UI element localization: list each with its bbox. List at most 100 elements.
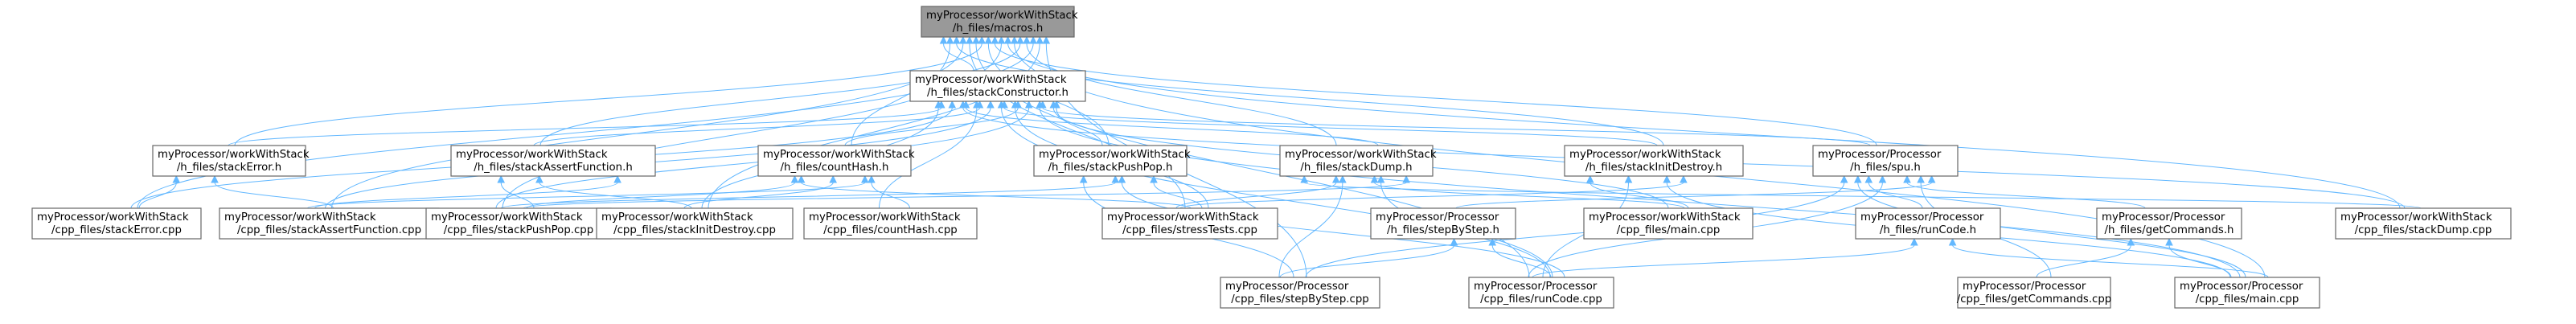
edge-runCode_h-to-spu_h	[1864, 174, 1923, 209]
node-label-line2: /h_files/stepByStep.h	[1387, 224, 1499, 236]
node-stressTests_cpp[interactable]: myProcessor/workWithStack/cpp_files/stre…	[1101, 207, 1278, 240]
node-box	[1370, 207, 1516, 240]
edge-arrowhead	[1864, 174, 1873, 183]
node-stackInitDestroy_h[interactable]: myProcessor/workWithStack/h_files/stackI…	[1564, 145, 1744, 177]
node-label-line2: /h_files/runCode.h	[1880, 224, 1976, 236]
edge-stepByStep_cpp-to-spu_h	[1305, 174, 1848, 278]
edge-wws_main_cpp-to-stackDump_h	[1370, 174, 1685, 209]
node-label-line1: myProcessor/Processor	[1225, 281, 1349, 293]
node-label-line2: /cpp_files/stressTests.cpp	[1122, 224, 1257, 236]
node-box	[1957, 277, 2111, 309]
node-getCommands_cpp[interactable]: myProcessor/Processor/cpp_files/getComma…	[1957, 277, 2112, 309]
edge-arrowhead	[1376, 174, 1385, 183]
edge-line	[994, 43, 1877, 146]
node-label-line1: myProcessor/workWithStack	[601, 211, 753, 224]
node-label-line2: /cpp_files/stackPushPop.cpp	[444, 224, 593, 236]
edge-stackDump_cpp-to-macros	[1003, 35, 2401, 209]
edge-arrowhead	[1016, 35, 1024, 44]
edge-arrowhead	[945, 35, 954, 44]
node-proc_main_cpp[interactable]: myProcessor/Processor/cpp_files/main.cpp	[2174, 277, 2320, 309]
node-stepByStep_h[interactable]: myProcessor/Processor/h_files/stepByStep…	[1370, 207, 1516, 240]
node-stackDump_h[interactable]: myProcessor/workWithStack/h_files/stackD…	[1279, 145, 1437, 177]
node-label-line1: myProcessor/workWithStack	[1107, 211, 1259, 224]
edge-line	[871, 182, 910, 209]
edge-proc_main_cpp-to-getCommands_h	[2165, 237, 2232, 278]
node-label-line2: /cpp_files/countHash.cpp	[823, 224, 957, 236]
edge-stepByStep_cpp-to-stepByStep_h	[1279, 237, 1458, 278]
node-stackDump_cpp[interactable]: myProcessor/workWithStack/cpp_files/stac…	[2335, 207, 2512, 240]
edge-arrowhead	[1488, 237, 1497, 246]
edge-proc_main_cpp-to-spu_h	[1853, 174, 2246, 278]
edge-arrowhead	[1049, 100, 1058, 109]
node-stackConstructor[interactable]: myProcessor/workWithStack/h_files/stackC…	[909, 70, 1086, 102]
node-label-line2: /h_files/stackAssertFunction.h	[474, 162, 633, 174]
edge-line	[1868, 182, 1923, 209]
edge-stackInitDestroy_cpp-to-stackAssertFunction_h	[535, 174, 692, 209]
edge-stepByStep_h-to-spu_h	[1455, 174, 1936, 209]
node-stackError_cpp[interactable]: myProcessor/workWithStack/cpp_files/stac…	[31, 207, 202, 240]
edge-line	[314, 182, 618, 209]
node-label-line1: myProcessor/workWithStack	[763, 149, 915, 161]
node-box	[596, 207, 794, 240]
edge-line	[214, 182, 334, 209]
node-runCode_h[interactable]: myProcessor/Processor/h_files/runCode.h	[1855, 207, 2001, 240]
node-label-line1: myProcessor/Processor	[1818, 149, 1942, 161]
node-label-line2: /cpp_files/runCode.cpp	[1480, 293, 1602, 306]
edge-line	[683, 182, 834, 209]
edge-arrowhead	[2127, 237, 2135, 246]
edge-line	[1279, 244, 1454, 278]
edge-arrowhead	[790, 174, 799, 183]
edge-stackError_cpp-to-macros	[137, 35, 1037, 209]
edge-line	[969, 43, 1186, 209]
edge-stackPushPop_cpp-to-stackPushPop_h	[500, 174, 1120, 209]
node-box	[2174, 277, 2320, 309]
node-label-line1: myProcessor/workWithStack	[224, 211, 376, 224]
edge-arrowhead	[984, 35, 993, 44]
node-label-line1: myProcessor/workWithStack	[915, 74, 1067, 86]
node-label-line1: myProcessor/workWithStack	[158, 149, 310, 161]
edge-arrowhead	[497, 174, 506, 183]
node-stackError_h[interactable]: myProcessor/workWithStack/h_files/stackE…	[152, 145, 310, 177]
edge-line	[234, 43, 982, 146]
node-box	[425, 207, 612, 240]
node-wws_main_cpp[interactable]: myProcessor/workWithStack/cpp_files/main…	[1583, 207, 1754, 240]
node-stackAssertFunction_cpp[interactable]: myProcessor/workWithStack/cpp_files/stac…	[219, 207, 440, 240]
edge-line	[1589, 182, 1689, 209]
node-stepByStep_cpp[interactable]: myProcessor/Processor/cpp_files/stepBySt…	[1220, 277, 1380, 309]
edge-line	[1003, 107, 1658, 146]
edge-arrowhead	[1029, 35, 1037, 44]
node-stackPushPop_cpp[interactable]: myProcessor/workWithStack/cpp_files/stac…	[425, 207, 612, 240]
edge-stressTests_cpp-to-stackPushPop_h	[1150, 174, 1203, 209]
edge-stackAssertFunction_cpp-to-stackError_h	[211, 174, 334, 209]
node-stackInitDestroy_cpp[interactable]: myProcessor/workWithStack/cpp_files/stac…	[596, 207, 794, 240]
edge-stressTests_cpp-to-stackDump_h	[1175, 174, 1340, 209]
node-macros[interactable]: myProcessor/workWithStack/h_files/macros…	[921, 6, 1078, 38]
edge-arrowhead	[1910, 237, 1918, 246]
node-label-line2: /cpp_files/main.cpp	[1617, 224, 1721, 236]
edge-arrowhead	[1079, 174, 1088, 183]
node-box	[450, 145, 656, 177]
node-spu_h[interactable]: myProcessor/Processor/h_files/spu.h	[1812, 145, 1959, 177]
edge-arrowhead	[613, 174, 621, 183]
node-countHash_cpp[interactable]: myProcessor/workWithStack/cpp_files/coun…	[803, 207, 978, 240]
edge-line	[526, 182, 795, 209]
node-label-line2: /h_files/stackPushPop.h	[1048, 162, 1173, 174]
edge-stepByStep_cpp-to-stackDump_h	[1278, 174, 1347, 278]
node-stackPushPop_h[interactable]: myProcessor/workWithStack/h_files/stackP…	[1033, 145, 1191, 177]
node-getCommands_h[interactable]: myProcessor/Processor/h_files/getCommand…	[2096, 207, 2242, 240]
edge-stackDump_h-to-macros	[1023, 35, 1337, 146]
node-label-line2: /cpp_files/getCommands.cpp	[1957, 293, 2112, 306]
node-label-line1: myProcessor/workWithStack	[809, 211, 961, 224]
edge-countHash_cpp-to-countHash_h	[868, 174, 910, 209]
node-label-line1: myProcessor/workWithStack	[926, 10, 1078, 22]
node-label-line2: /cpp_files/stackAssertFunction.cpp	[237, 224, 421, 236]
edge-arrowhead	[1024, 100, 1033, 109]
edge-stackError_h-to-macros	[234, 35, 987, 146]
node-countHash_h[interactable]: myProcessor/workWithStack/h_files/countH…	[757, 145, 915, 177]
node-label-line1: myProcessor/Processor	[1376, 211, 1499, 224]
edge-countHash_h-to-macros	[851, 35, 954, 146]
edge-line	[325, 107, 991, 209]
node-runCode_cpp[interactable]: myProcessor/Processor/cpp_files/runCode.…	[1468, 277, 1614, 309]
edge-stackAssertFunction_cpp-to-stackConstructor	[325, 100, 995, 209]
node-stackAssertFunction_h[interactable]: myProcessor/workWithStack/h_files/stackA…	[450, 145, 656, 177]
